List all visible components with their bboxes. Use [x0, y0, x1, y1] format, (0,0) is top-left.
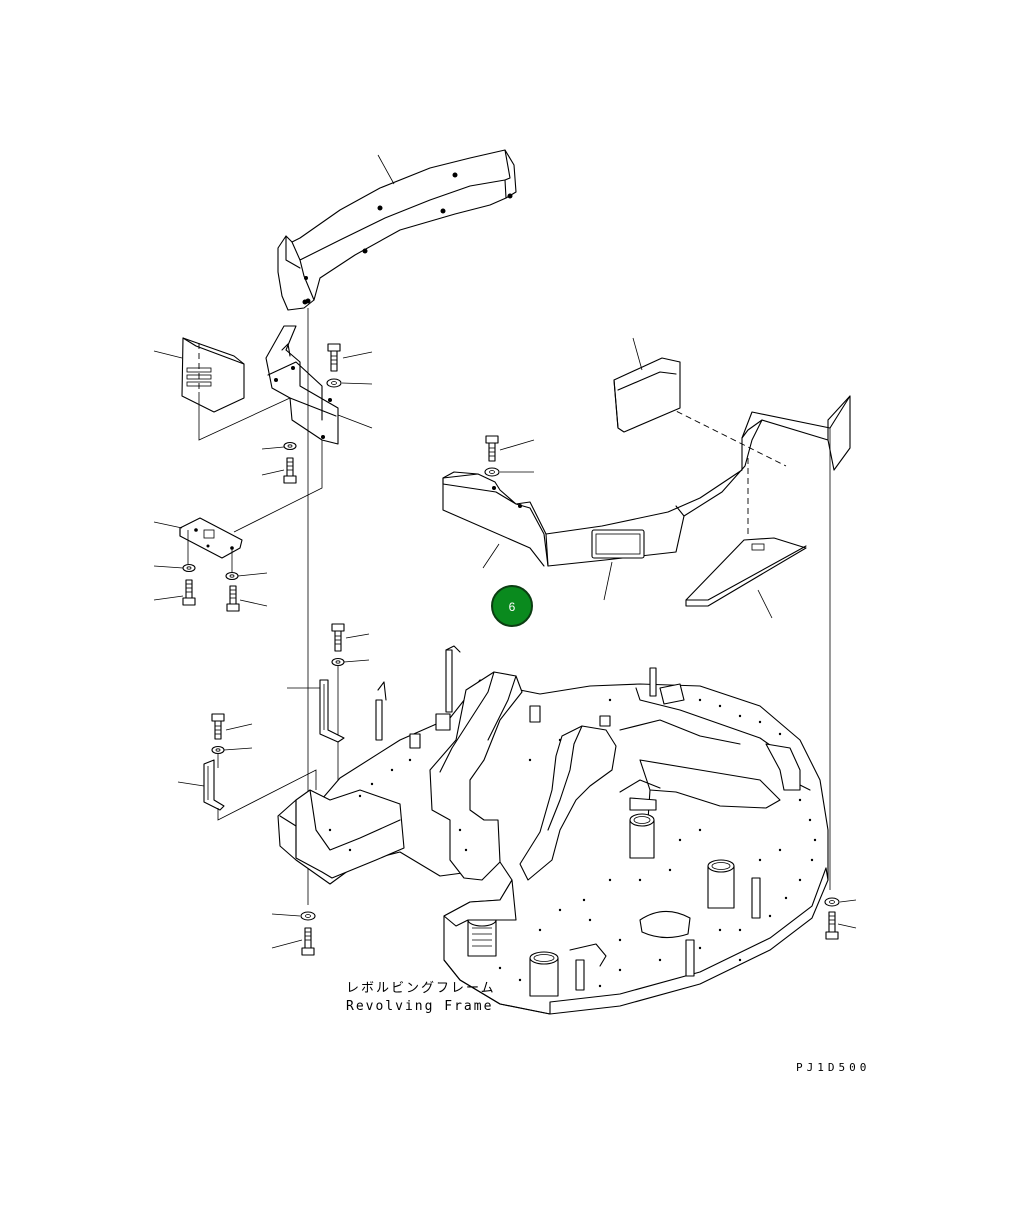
leader-line	[343, 659, 370, 663]
washer-left-b	[225, 571, 239, 581]
counterweight	[442, 395, 851, 567]
frame-cylinder-1	[629, 813, 655, 859]
bolt-mid-1	[283, 457, 297, 484]
bolt-mid-3	[211, 713, 225, 740]
leader-line	[261, 469, 285, 476]
counterweight-pad	[613, 357, 681, 433]
washer-bottom-right	[824, 897, 840, 907]
leader-line	[153, 595, 184, 601]
bolt-bottom-left	[301, 927, 315, 956]
leader-line	[271, 939, 303, 949]
counterweight-base-plate	[685, 537, 807, 607]
washer-left-a	[182, 563, 196, 573]
center-bracket	[265, 299, 339, 445]
bolt-left-b	[226, 585, 240, 612]
callout-circle[interactable]	[491, 585, 533, 627]
leader-line	[377, 154, 395, 185]
bolt-counterweight	[485, 435, 499, 462]
leader-line	[237, 572, 268, 577]
washer-mid-1	[283, 441, 297, 451]
support-bracket-a	[319, 679, 345, 743]
bolt-left-a	[182, 579, 196, 606]
leader-line	[271, 913, 301, 917]
washer-mid-2	[331, 657, 345, 667]
leader-line	[239, 599, 268, 607]
leader-line	[225, 723, 253, 731]
callout-badge-6[interactable]: 6	[491, 585, 533, 627]
frame-cylinder-3	[529, 951, 559, 997]
leader-line	[342, 351, 373, 359]
left-mounting-plate	[179, 517, 243, 559]
washer-mid-3	[211, 745, 225, 755]
bolt-bottom-right	[825, 911, 839, 940]
top-arched-cover	[277, 149, 517, 311]
bolt-upper-1	[327, 343, 341, 372]
leader-line	[337, 414, 373, 429]
leader-line	[345, 633, 370, 639]
leader-line	[177, 781, 205, 787]
leader-line	[341, 382, 373, 385]
leader-line	[632, 337, 643, 371]
drawing-code: PJ1D500	[796, 1061, 870, 1074]
caption-japanese: レボルビングフレーム	[346, 981, 496, 996]
washer-bottom-left	[300, 911, 316, 921]
leader-line	[482, 543, 500, 569]
support-bracket-b	[203, 759, 225, 811]
leader-line	[757, 589, 773, 619]
leader-line	[499, 439, 535, 451]
leader-line	[153, 521, 183, 529]
washer-upper-1	[326, 378, 342, 388]
leader-line	[261, 446, 285, 450]
left-box-cover	[181, 337, 245, 413]
washer-counterweight	[484, 467, 500, 477]
assembly-line	[198, 392, 291, 441]
frame-cylinder-2	[707, 859, 735, 909]
caption-english: Revolving Frame	[346, 999, 493, 1014]
leader-line	[223, 747, 253, 751]
leader-line	[837, 923, 857, 929]
leader-line	[603, 561, 613, 601]
bolt-mid-2	[331, 623, 345, 652]
leader-line	[839, 899, 857, 903]
callout-number[interactable]: 6	[509, 600, 516, 614]
assembly-line	[233, 440, 323, 533]
leader-line	[153, 565, 184, 569]
revolving-frame	[277, 645, 829, 1015]
leader-line	[153, 350, 183, 359]
assembly-line	[217, 769, 317, 821]
